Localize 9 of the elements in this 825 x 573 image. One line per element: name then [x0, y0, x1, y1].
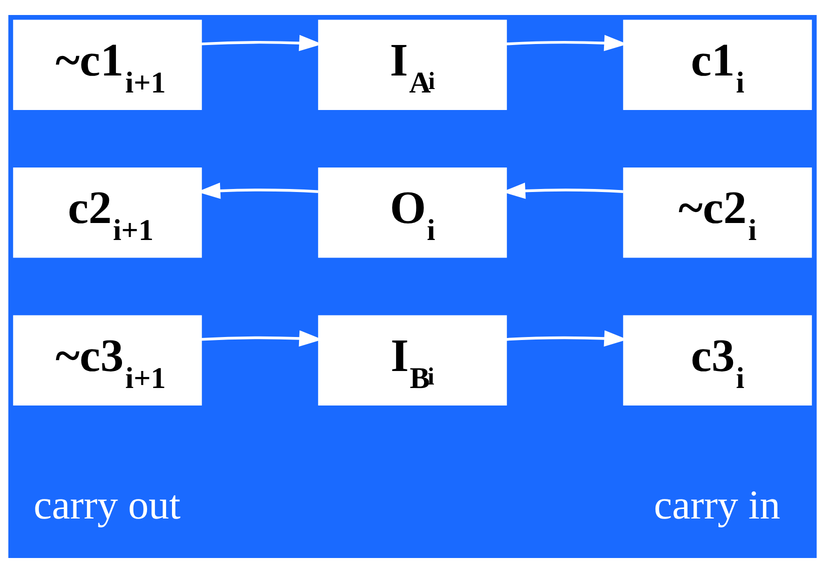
- node-box: c1$_{i}$: [623, 20, 812, 110]
- node-box: O$_{i}$: [318, 168, 507, 258]
- node-box: ~c1$_{i+1}$: [13, 20, 202, 110]
- node-box: ~c3$_{i+1}$: [13, 315, 202, 406]
- label: carry in: [654, 481, 780, 528]
- label: carry out: [34, 481, 181, 528]
- node-box: c3$_{i}$: [623, 315, 812, 406]
- node-box: c2$_{i+1}$: [13, 168, 202, 258]
- node-box: ~c2$_{i}$: [623, 168, 812, 258]
